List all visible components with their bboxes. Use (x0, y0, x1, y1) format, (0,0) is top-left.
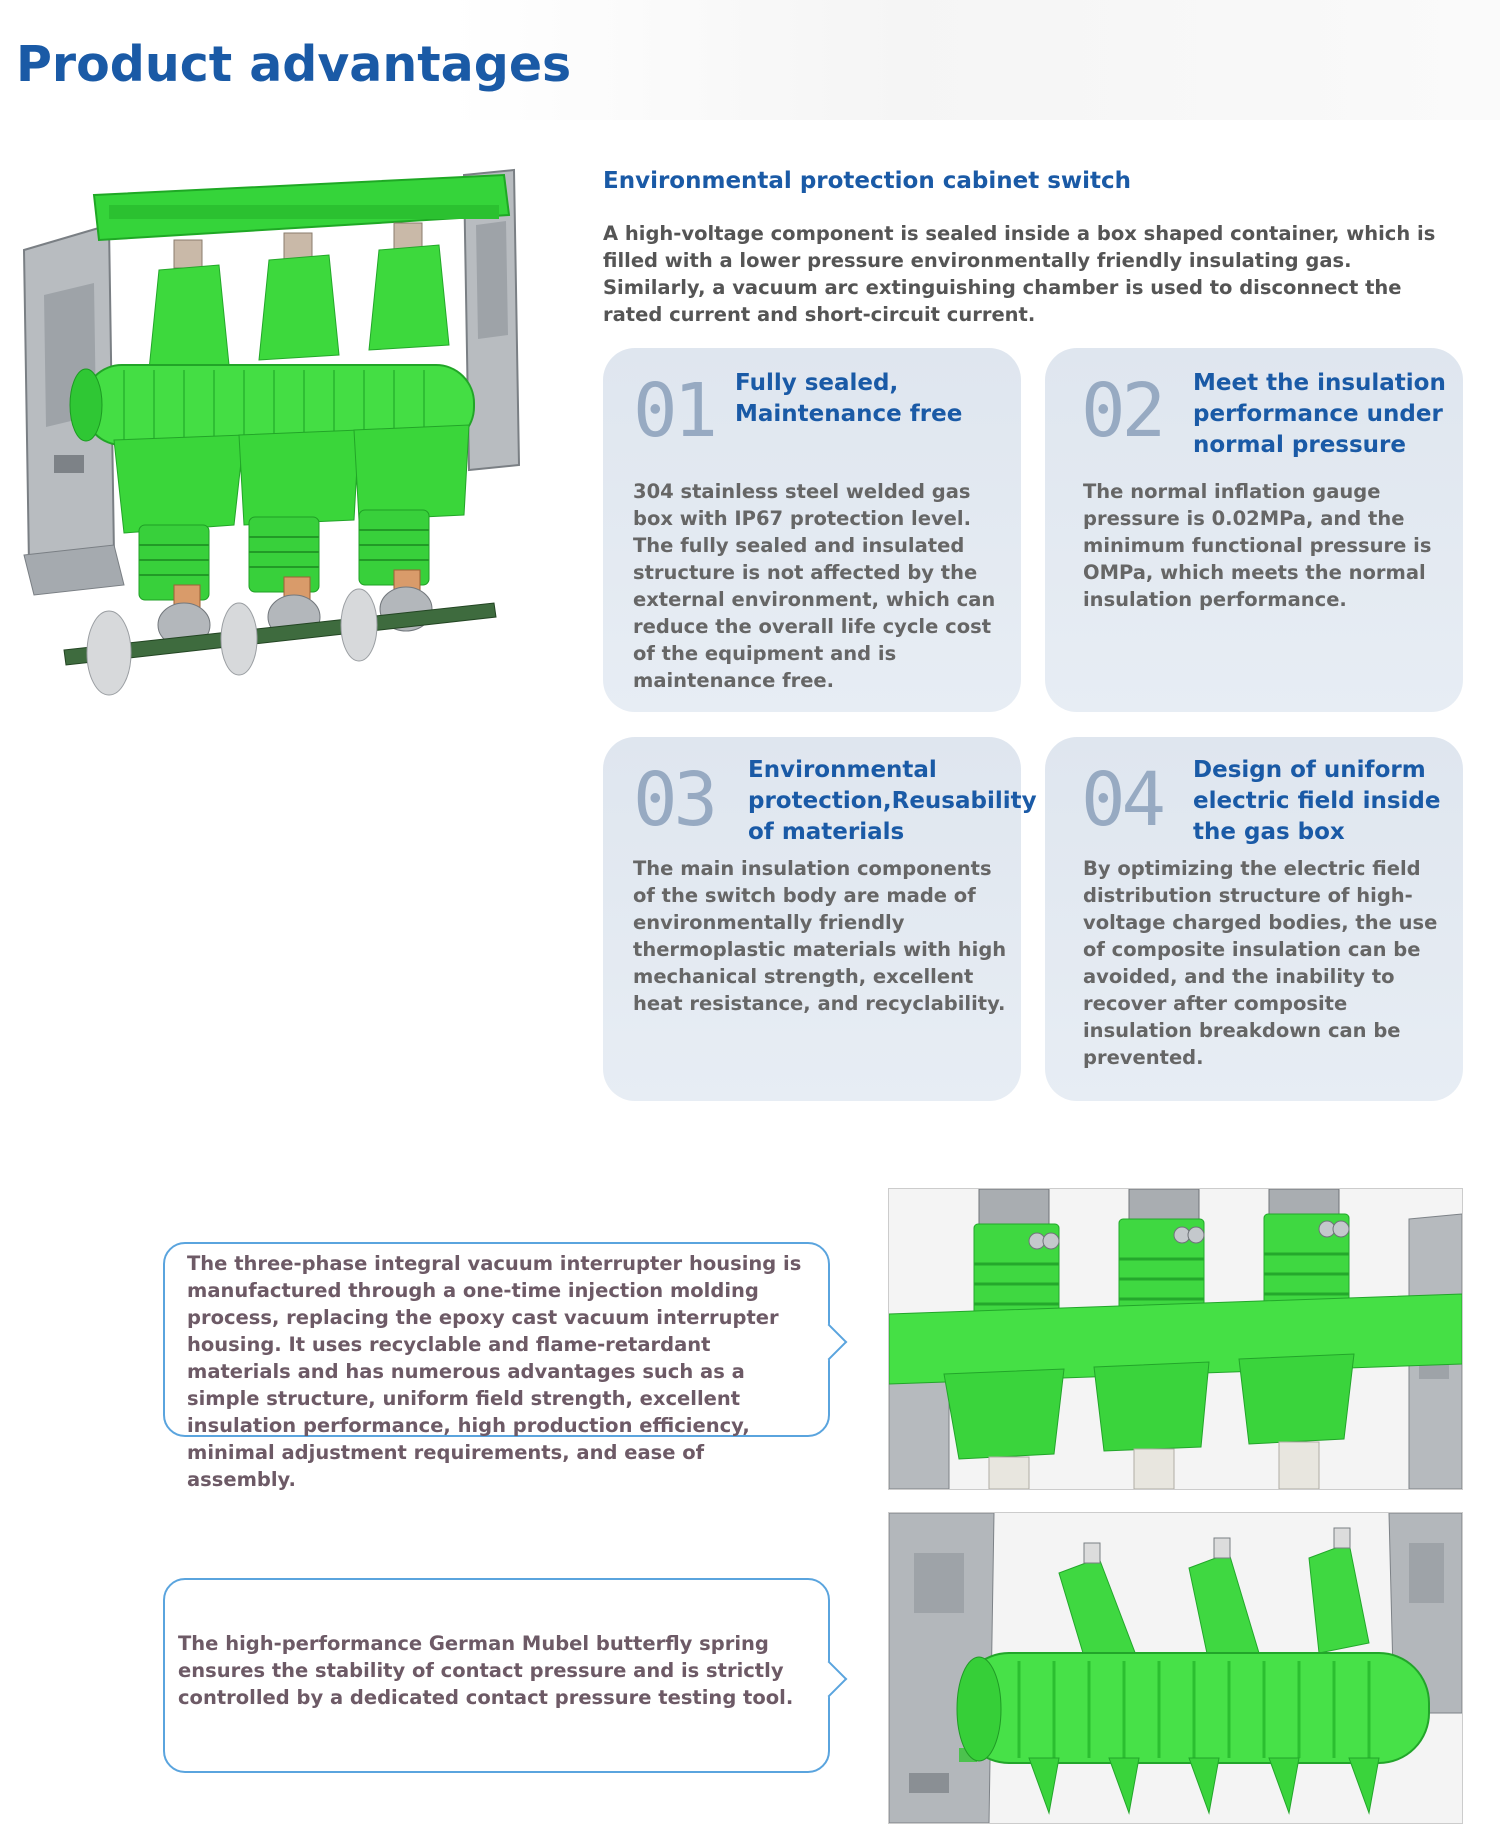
title-banner (0, 0, 1500, 120)
section-heading: Environmental protection cabinet switch (603, 168, 1132, 194)
card-body: 304 stainless steel welded gas box with … (633, 480, 996, 692)
card-title-line: Design of uniform (1193, 757, 1426, 783)
card-number: 02 (1081, 368, 1166, 454)
card-body: The normal inflation gauge pressure is 0… (1083, 480, 1432, 611)
card-title-line: Environmental (748, 757, 937, 783)
callout-housing: The three-phase integral vacuum interrup… (163, 1242, 848, 1491)
section-intro-text: A high-voltage component is sealed insid… (603, 222, 1436, 326)
card-title-line: electric field inside (1193, 788, 1441, 814)
card-title: Fully sealed, Maintenance free (735, 368, 962, 430)
card-number: 01 (633, 368, 718, 454)
card-title: Meet the insulation performance under no… (1193, 368, 1446, 461)
card-title-line: Meet the insulation (1193, 370, 1446, 396)
card-number: 03 (633, 757, 718, 843)
card-title-line: Maintenance free (735, 401, 963, 427)
callout-text: The high-performance German Mubel butter… (178, 1632, 794, 1709)
card-title-line: of materials (748, 819, 905, 845)
switch-assembly-illustration (22, 168, 521, 696)
card-title-line: performance under (1193, 401, 1443, 427)
card-title-line: Fully sealed, (735, 370, 899, 396)
housing-photo-image (889, 1189, 1462, 1489)
page-title: Product advantages (16, 36, 572, 93)
card-number: 04 (1081, 757, 1166, 843)
advantage-card-03: 03 Environmental protection,Reusability … (603, 737, 1037, 1101)
card-title-line: normal pressure (1193, 432, 1406, 458)
card-body: The main insulation components of the sw… (633, 857, 1007, 1015)
advantage-card-04: 04 Design of uniform electric field insi… (1045, 737, 1463, 1101)
spring-photo (888, 1512, 1463, 1824)
card-title: Design of uniform electric field inside … (1193, 755, 1440, 848)
card-title: Environmental protection,Reusability of … (748, 755, 1037, 848)
callout-text: The three-phase integral vacuum interrup… (187, 1252, 802, 1491)
card-body: By optimizing the electric field distrib… (1083, 857, 1438, 1069)
advantage-card-02: 02 Meet the insulation performance under… (1045, 348, 1463, 712)
advantage-card-01: 01 Fully sealed, Maintenance free 304 st… (603, 348, 1021, 712)
spring-photo-image (889, 1513, 1462, 1823)
card-title-line: the gas box (1193, 819, 1345, 845)
housing-photo (888, 1188, 1463, 1490)
callout-spring: The high-performance German Mubel butter… (163, 1578, 848, 1773)
card-title-line: protection,Reusability (748, 788, 1037, 814)
